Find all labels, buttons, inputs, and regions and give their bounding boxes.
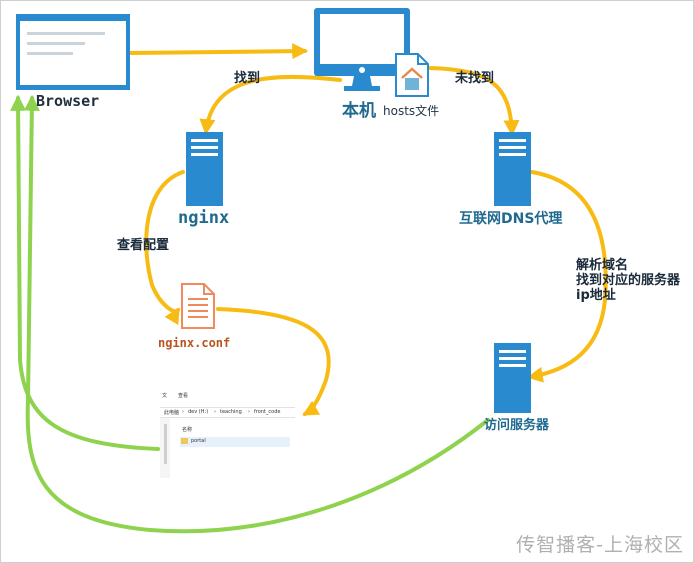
explorer-path-sep-1: ›	[182, 409, 184, 415]
edge-label-view-config: 查看配置	[117, 238, 170, 253]
explorer-path-sep-2: ›	[214, 409, 216, 415]
explorer-folder-name: portal	[191, 438, 206, 444]
dns-proxy-label: 互联网DNS代理	[459, 211, 563, 227]
browser-window-icon	[15, 13, 131, 91]
edge-label-resolve-2: 找到对应的服务器	[576, 273, 681, 288]
explorer-column-name[interactable]: 名称	[182, 427, 193, 433]
edge-label-resolve-3: ip地址	[576, 288, 616, 303]
edge-label-resolve-1: 解析域名	[576, 258, 629, 273]
explorer-menu-file[interactable]: 文	[162, 393, 168, 399]
arrow-local-to-dns	[428, 66, 520, 137]
arrow-dns-to-server	[526, 170, 608, 383]
nginx-label: nginx	[178, 208, 230, 228]
arrow-conf-to-explorer	[216, 307, 331, 416]
target-server-icon	[494, 343, 531, 413]
edge-label-not-found: 未找到	[455, 71, 495, 86]
explorer-path-2[interactable]: teaching	[220, 409, 242, 415]
explorer-menu-view[interactable]: 查看	[178, 393, 189, 399]
server-label: 访问服务器	[484, 418, 550, 433]
arrow-nginx-to-conf	[144, 170, 185, 326]
local-machine-label: 本机	[342, 101, 376, 121]
arrow-explorer-to-browser	[10, 94, 160, 451]
dns-server-icon	[494, 132, 531, 206]
hosts-file-label: hosts文件	[383, 104, 440, 118]
config-file-icon	[180, 282, 216, 330]
monitor-icon	[314, 8, 410, 96]
arrow-server-to-browser	[23, 94, 490, 534]
explorer-path-3[interactable]: front_code	[254, 409, 281, 415]
arrow-local-to-nginx	[199, 74, 342, 136]
explorer-path-0[interactable]: 此电脑	[164, 410, 180, 416]
file-explorer: 文 查看 此电脑 › dev (H:) › teaching › front_c…	[160, 390, 295, 478]
nginx-conf-label: nginx.conf	[158, 336, 231, 350]
explorer-path-1[interactable]: dev (H:)	[188, 409, 209, 415]
folder-icon	[181, 438, 188, 444]
arrow-browser-to-local	[128, 43, 309, 60]
nginx-server-icon	[186, 132, 223, 206]
edge-label-found: 找到	[234, 71, 261, 86]
explorer-folder-row[interactable]: portal	[180, 437, 290, 447]
browser-label: Browser	[36, 92, 100, 110]
watermark: 传智播客-上海校区	[516, 534, 684, 556]
explorer-scroll-thumb[interactable]	[164, 424, 167, 464]
hosts-file-icon	[394, 52, 430, 98]
explorer-path-sep-3: ›	[248, 409, 250, 415]
explorer-address-bar[interactable]: 此电脑 › dev (H:) › teaching › front_code	[160, 407, 295, 418]
explorer-nav-pane	[160, 418, 170, 478]
explorer-menu-bar: 文 查看	[160, 390, 295, 399]
